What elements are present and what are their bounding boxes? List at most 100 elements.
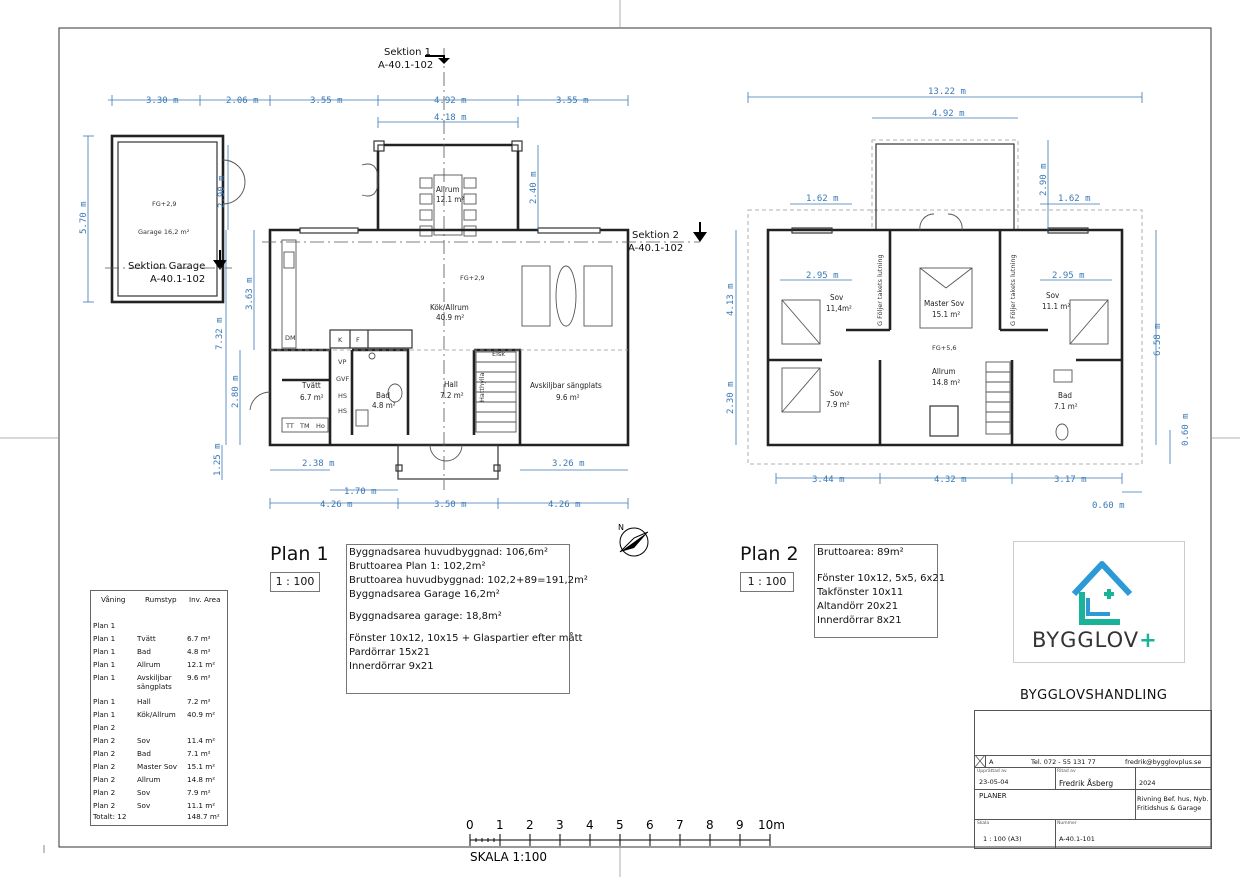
f-label: F bbox=[356, 336, 360, 344]
bad2-name: Bad bbox=[1058, 391, 1072, 400]
hall-area: 7.2 m² bbox=[440, 391, 464, 400]
cell: Sov bbox=[137, 801, 151, 810]
dim-garage-width: 3.30 m bbox=[146, 96, 179, 106]
scale-bar: 0 1 2 3 4 5 6 7 8 9 10m SKALA 1:100 bbox=[466, 818, 785, 864]
hs1-label: HS bbox=[338, 392, 347, 400]
tb-upprattad-label: Upprättad av bbox=[977, 769, 1007, 774]
sheet-border bbox=[58, 27, 1212, 848]
cell: 4.8 m² bbox=[187, 647, 211, 656]
dim2-b344: 3.44 m bbox=[812, 475, 845, 485]
tb-revision-cross-icon bbox=[975, 755, 985, 767]
plan1-fg: FG+2,9 bbox=[460, 274, 485, 282]
dim-gap: 2.06 m bbox=[226, 96, 259, 106]
cell: Plan 1 bbox=[93, 621, 116, 630]
dim-v-garage: 5.70 m bbox=[79, 201, 89, 234]
bad1-area: 4.8 m² bbox=[372, 401, 396, 410]
plan2-info-3: Altandörr 20x21 bbox=[817, 601, 899, 612]
cell: Plan 1 bbox=[93, 660, 116, 669]
cell: Plan 2 bbox=[93, 723, 116, 732]
scale-label-7: 7 bbox=[676, 818, 684, 832]
cell: Sov bbox=[137, 736, 151, 745]
elsk-label: Elsk bbox=[492, 350, 505, 358]
plan1-info-7: Innerdörrar 9x21 bbox=[349, 661, 434, 672]
table-row: Plan 2 bbox=[91, 723, 227, 736]
plan2-drawing bbox=[747, 139, 1143, 465]
garage-walls bbox=[110, 134, 225, 304]
sov1-name: Sov bbox=[830, 293, 844, 302]
cell: 7.9 m² bbox=[187, 788, 211, 797]
plan2-title: Plan 2 bbox=[740, 543, 799, 565]
cell: Hall bbox=[137, 697, 151, 706]
plan1-info-0: Byggnadsarea huvudbyggnad: 106,6m² bbox=[349, 547, 548, 558]
dim2-v413: 4.13 m bbox=[726, 283, 736, 316]
dim-v-240: 2.40 m bbox=[529, 171, 539, 204]
cell: Plan 1 bbox=[93, 710, 116, 719]
plan2-info-2: Takfönster 10x11 bbox=[817, 587, 904, 598]
cell: 40.9 m² bbox=[187, 710, 216, 719]
vp-label: VP bbox=[338, 358, 346, 366]
tb-skala-label: Skala bbox=[977, 821, 990, 826]
plan2-info-4: Innerdörrar 8x21 bbox=[817, 615, 902, 626]
dim2-v658: 6.58 m bbox=[1153, 323, 1163, 356]
garage-fg: FG+2,9 bbox=[152, 200, 177, 208]
dm-label: DM bbox=[285, 334, 296, 342]
plan1-drawing bbox=[105, 48, 707, 490]
tb-email: fredrik@bygglovplus.se bbox=[1125, 758, 1202, 766]
cell: Plan 2 bbox=[93, 762, 116, 771]
plan1-title: Plan 1 bbox=[270, 543, 329, 565]
hall-name: Hall bbox=[444, 380, 458, 389]
dim-b-426a: 4.26 m bbox=[320, 500, 353, 510]
north-label: N bbox=[618, 523, 624, 532]
brand-name: BYGGLOV+ bbox=[1032, 628, 1158, 652]
dim2-v290: 2.90 m bbox=[1039, 163, 1049, 196]
plan2-info-box: Bruttoarea: 89m² Fönster 10x12, 5x5, 6x2… bbox=[814, 544, 945, 638]
cell: 15.1 m² bbox=[187, 762, 216, 771]
scale-label-2: 2 bbox=[526, 818, 534, 832]
plan1-info-4: Byggnadsarea garage: 18,8m² bbox=[349, 611, 502, 622]
brand-logo: BYGGLOV+ bbox=[1013, 541, 1185, 663]
section1-label: Sektion 1 bbox=[384, 47, 431, 58]
cell: Plan 2 bbox=[93, 749, 116, 758]
tb-project-line1: Rivning Bef. hus, Nyb. bbox=[1137, 795, 1209, 803]
title-block: A Tel. 072 - 55 131 77 fredrik@bygglovpl… bbox=[974, 710, 1212, 849]
roof-note-1: G Följer takets lutning bbox=[876, 254, 884, 326]
plan1-info-3: Byggnadsarea Garage 16,2m² bbox=[349, 589, 500, 600]
cell: 7.1 m² bbox=[187, 749, 211, 758]
dim2-b432: 4.32 m bbox=[934, 475, 967, 485]
dim2-total: 13.22 m bbox=[928, 87, 966, 97]
sov3-name: Sov bbox=[830, 389, 844, 398]
dim-b-426b: 4.26 m bbox=[548, 500, 581, 510]
house-outer-walls bbox=[268, 228, 630, 447]
cell: Master Sov bbox=[137, 762, 178, 771]
section1-ref: A-40.1-102 bbox=[378, 60, 433, 71]
cell: Plan 2 bbox=[93, 775, 116, 784]
master-area: 15.1 m² bbox=[932, 310, 960, 319]
scale-label-3: 3 bbox=[556, 818, 564, 832]
sov1-area: 11,4m² bbox=[826, 304, 852, 313]
cell: Allrum bbox=[137, 660, 161, 669]
plan1-info-6: Pardörrar 15x21 bbox=[349, 647, 430, 658]
house-logo-icon bbox=[1071, 561, 1133, 625]
cell: Sov bbox=[137, 788, 151, 797]
tb-date: 23-05-04 bbox=[979, 778, 1009, 786]
cell: Allrum bbox=[137, 775, 161, 784]
sov2-area: 11.1 m² bbox=[1042, 302, 1070, 311]
tb-project-line2: Fritidshus & Garage bbox=[1137, 804, 1202, 812]
section-garage-label: Sektion Garage bbox=[128, 261, 205, 272]
area-table-header: Våning Rumstyp Inv. Area bbox=[91, 595, 227, 608]
dim2-v060: 0.60 m bbox=[1181, 413, 1191, 446]
section2-ref: A-40.1-102 bbox=[628, 243, 683, 254]
brand-plus: + bbox=[1139, 628, 1158, 652]
cell: 9.6 m² bbox=[187, 673, 211, 682]
th-rumstyp: Rumstyp bbox=[145, 595, 177, 604]
garage-area: Garage 16,2 m² bbox=[138, 228, 190, 236]
th-area: Inv. Area bbox=[189, 595, 221, 604]
